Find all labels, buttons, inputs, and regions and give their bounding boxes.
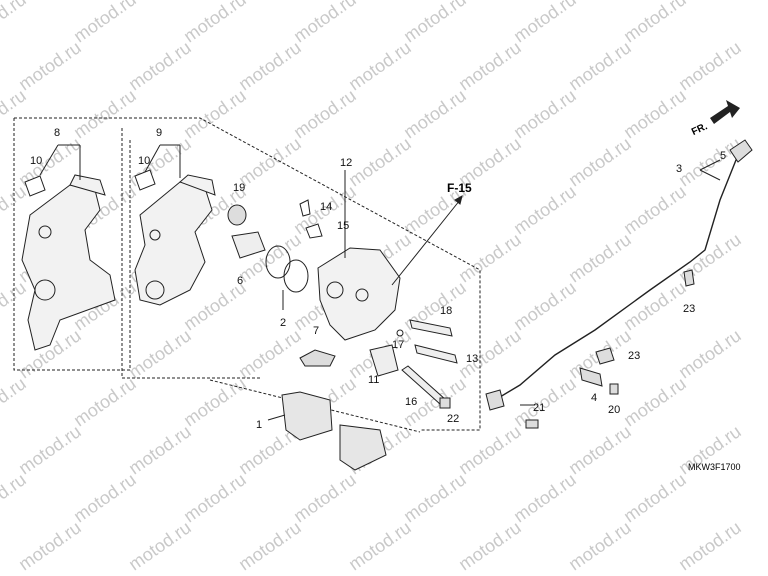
callout-3: 3 xyxy=(676,163,683,175)
bolt-21 xyxy=(525,419,539,429)
callout-4: 4 xyxy=(591,392,598,404)
seal-2a xyxy=(265,245,291,279)
reference-f15: F-15 xyxy=(447,181,472,195)
pad-spring-7 xyxy=(299,349,336,367)
callout-18: 18 xyxy=(440,305,453,317)
cap-15 xyxy=(305,223,323,239)
clamp-23b xyxy=(595,347,615,365)
callout-23b: 23 xyxy=(628,350,641,362)
bolt-20 xyxy=(609,383,619,395)
pin-13 xyxy=(414,344,458,364)
callout-2: 2 xyxy=(280,317,287,329)
bracket-8-box xyxy=(13,118,131,371)
callout-10b: 10 xyxy=(138,155,151,167)
callout-13: 13 xyxy=(466,353,479,365)
seal-2b xyxy=(283,259,309,293)
callout-11: 11 xyxy=(368,374,380,386)
callout-21: 21 xyxy=(533,402,546,414)
sleeve-11 xyxy=(369,344,399,377)
brake-pads-1 xyxy=(281,391,387,471)
sensor-connector-5 xyxy=(729,139,753,163)
callout-22: 22 xyxy=(447,413,460,425)
caliper-body xyxy=(317,247,401,341)
diagram-code: MKW3F1700 xyxy=(688,462,741,472)
sensor-head xyxy=(485,389,505,411)
callout-23a: 23 xyxy=(683,303,696,315)
callout-1: 1 xyxy=(256,419,263,431)
piston-6 xyxy=(231,231,266,259)
speed-sensor-cable xyxy=(494,149,741,401)
bleeder-14 xyxy=(299,199,311,217)
callout-20: 20 xyxy=(608,404,621,416)
pad-spring-10b xyxy=(134,169,156,191)
washer-17 xyxy=(396,329,404,337)
front-arrow-icon xyxy=(710,100,740,124)
callout-8: 8 xyxy=(54,127,61,139)
callout-9: 9 xyxy=(156,127,163,139)
callout-5: 5 xyxy=(720,150,727,162)
callout-16: 16 xyxy=(405,396,418,408)
pin-18 xyxy=(409,319,453,337)
pad-spring-10a xyxy=(24,175,46,197)
callout-12: 12 xyxy=(340,157,353,169)
clamp-23a xyxy=(683,269,695,287)
callout-19: 19 xyxy=(233,182,246,194)
callout-15: 15 xyxy=(337,220,350,232)
bracket-9-box xyxy=(121,128,262,379)
callout-10a: 10 xyxy=(30,155,43,167)
caliper-bracket-8 xyxy=(21,174,116,351)
callout-7: 7 xyxy=(313,325,320,337)
callout-14: 14 xyxy=(320,201,333,213)
callout-17: 17 xyxy=(392,339,405,351)
bolt-22 xyxy=(439,397,451,409)
callout-6: 6 xyxy=(237,275,244,287)
caliper-bracket-9 xyxy=(134,174,216,306)
boot-19 xyxy=(227,204,247,226)
stay-4 xyxy=(579,367,603,387)
